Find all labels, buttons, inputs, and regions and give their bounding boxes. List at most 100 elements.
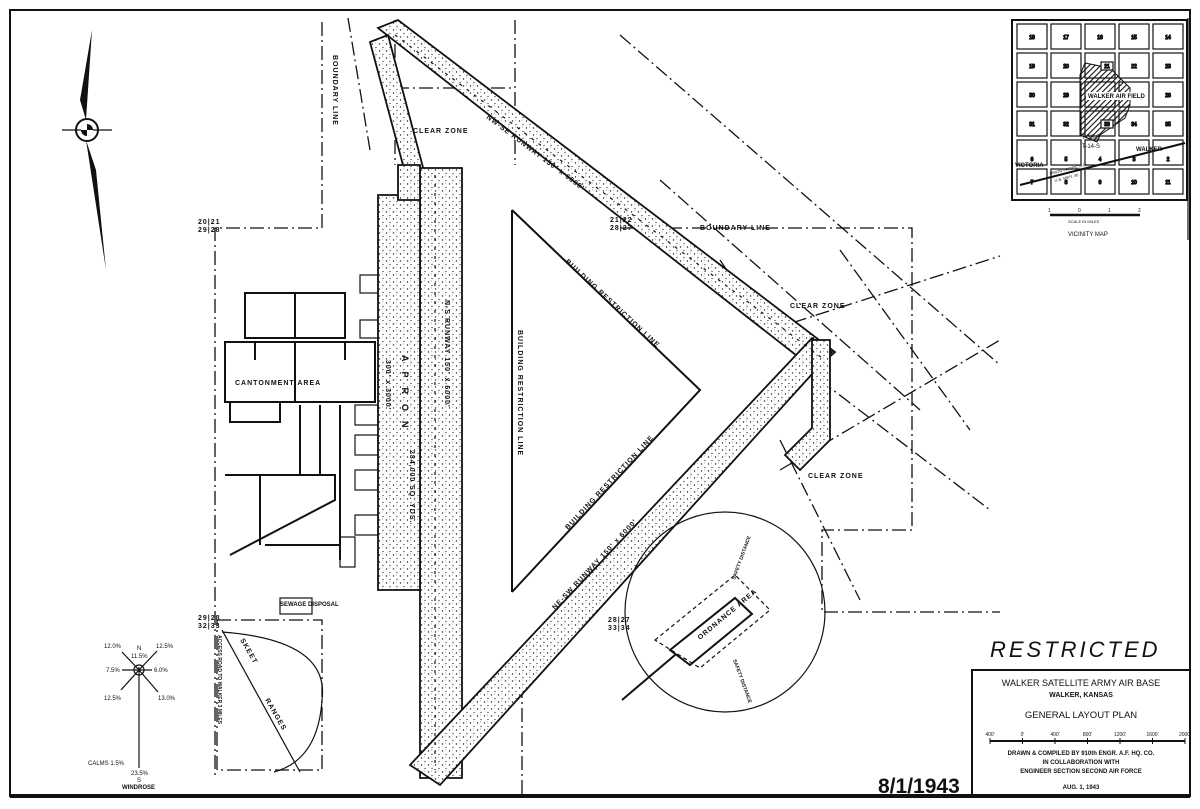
- section-cell: [1016, 139, 1048, 166]
- section-number: 8: [1065, 180, 1068, 186]
- runway-ne-sw: [408, 336, 834, 787]
- svg-text:11.5%: 11.5%: [131, 654, 148, 660]
- section-number: 20: [1063, 64, 1069, 70]
- runway-label: N-S RUNWAY 150' x 6000': [443, 300, 450, 408]
- svg-text:T-13-S: T-13-S: [1082, 135, 1100, 141]
- building-restriction-line: [511, 209, 702, 593]
- section-number: 31: [1029, 122, 1035, 128]
- skeet-range: [216, 597, 324, 773]
- title-block: WALKER SATELLITE ARMY AIR BASE WALKER, K…: [971, 669, 1191, 797]
- section-number: 30: [1029, 93, 1035, 99]
- boundary-label: BOUNDARY LINE: [700, 225, 771, 232]
- svg-text:VICINITY MAP: VICINITY MAP: [1068, 232, 1108, 238]
- section-cell: [1084, 52, 1116, 79]
- svg-text:32|33: 32|33: [198, 623, 221, 630]
- svg-text:300' x 3000': 300' x 3000': [384, 360, 391, 410]
- section-number: 5: [1065, 157, 1068, 163]
- section-number: 15: [1131, 35, 1137, 41]
- section-cell: [1152, 168, 1184, 195]
- scale-tick-label: 2000': [1179, 732, 1191, 738]
- svg-text:WALKER SATELLITE ARMY AIR BASE: WALKER SATELLITE ARMY AIR BASE: [1002, 678, 1160, 688]
- skeet-label: SKEET: [238, 638, 258, 666]
- svg-text:6.0%: 6.0%: [154, 668, 168, 674]
- section-cell: [1152, 139, 1184, 166]
- section-cell: [1016, 168, 1048, 195]
- section-cell: [1152, 23, 1184, 50]
- apron-label: APRON: [400, 355, 410, 438]
- building-restriction-label: BUILDING RESTRICTION LINE: [516, 330, 523, 456]
- section-cell: [1084, 168, 1116, 195]
- section-number: 16: [1097, 35, 1103, 41]
- svg-text:IN COLLABORATION WITH: IN COLLABORATION WITH: [1043, 760, 1120, 766]
- section-cell: [1084, 23, 1116, 50]
- section-cell: [1118, 52, 1150, 79]
- runways: [368, 18, 837, 787]
- hardstands: [339, 274, 379, 568]
- svg-text:AUG. 1, 1943: AUG. 1, 1943: [1063, 785, 1100, 791]
- svg-text:7.5%: 7.5%: [106, 668, 120, 674]
- section-cell: [1152, 110, 1184, 137]
- svg-text:20|21: 20|21: [198, 219, 221, 226]
- taxiway-east: [783, 339, 831, 472]
- section-number: 7: [1031, 180, 1034, 186]
- section-cell: [1050, 139, 1082, 166]
- building-restriction-label: BUILDING RESTRICTION LINE: [564, 434, 655, 531]
- section-number: 32: [1063, 122, 1069, 128]
- section-number-backdrop: [1100, 119, 1114, 129]
- section-cell: [1050, 23, 1082, 50]
- scale-tick-label: 400': [985, 732, 994, 738]
- svg-text:12.5%: 12.5%: [104, 696, 122, 702]
- section-cell: [1016, 52, 1048, 79]
- building-restriction-label: BUILDING RESTRICTION LINE: [564, 258, 661, 349]
- section-number: 26: [1165, 93, 1171, 99]
- svg-text:WALKER: WALKER: [1136, 147, 1163, 153]
- section-cell: [1152, 81, 1184, 108]
- svg-text:2: 2: [1138, 208, 1141, 214]
- svg-text:ENGINEER SECTION SECOND AIR FO: ENGINEER SECTION SECOND AIR FORCE: [1020, 769, 1141, 775]
- ordnance-area: [621, 511, 826, 713]
- section-cell: [1050, 110, 1082, 137]
- north-arrow-icon: [62, 30, 112, 270]
- section-number: 14: [1165, 35, 1171, 41]
- svg-text:VICTORIA: VICTORIA: [1015, 163, 1044, 169]
- svg-text:WINDROSE: WINDROSE: [122, 785, 155, 791]
- section-cell: [1118, 110, 1150, 137]
- section-number: 22: [1131, 64, 1137, 70]
- scale-tick-label: 0': [1021, 732, 1025, 738]
- clear-zone-label: CLEAR ZONE: [808, 473, 864, 480]
- boundary-line: [214, 17, 1001, 795]
- scale-tick-label: 1200': [1114, 732, 1126, 738]
- section-number: 29: [1063, 93, 1069, 99]
- section-cell: [1050, 81, 1082, 108]
- section-number: 19: [1029, 64, 1035, 70]
- svg-text:28|27: 28|27: [610, 225, 633, 232]
- svg-text:U.S. HWY. 40: U.S. HWY. 40: [1054, 172, 1080, 183]
- cantonment-area: [224, 292, 376, 560]
- section-cell: [1050, 168, 1082, 195]
- boundary-label: BOUNDARY LINE: [331, 55, 338, 126]
- svg-text:DRAWN & COMPILED BY 910th ENGR: DRAWN & COMPILED BY 910th ENGR. A.F. HQ.…: [1008, 751, 1155, 757]
- svg-text:23.5%: 23.5%: [131, 771, 149, 777]
- section-number: 2: [1167, 157, 1170, 163]
- section-number: 10: [1131, 180, 1137, 186]
- svg-text:28|27: 28|27: [608, 617, 631, 624]
- scale-tick-label: 400': [1050, 732, 1059, 738]
- scale-tick-label: 800': [1083, 732, 1092, 738]
- svg-text:12.0%: 12.0%: [104, 644, 122, 650]
- svg-text:N: N: [137, 646, 141, 652]
- restricted-stamp: RESTRICTED: [990, 637, 1161, 662]
- section-cell: [1084, 110, 1116, 137]
- svg-text:CALMS 1.5%: CALMS 1.5%: [88, 761, 125, 767]
- svg-text:29|28: 29|28: [198, 227, 221, 234]
- section-number: 9: [1099, 180, 1102, 186]
- svg-text:SAFETY DISTANCE: SAFETY DISTANCE: [731, 659, 753, 705]
- section-cell: [1016, 110, 1048, 137]
- section-number: 3: [1133, 157, 1136, 163]
- section-cell: [1118, 23, 1150, 50]
- airfield-hatch: [1079, 62, 1131, 143]
- windrose: N 11.5% 12.5% 6.0% 13.0% 23.5% S 12.5% 7…: [88, 644, 176, 791]
- section-cell: [1016, 81, 1048, 108]
